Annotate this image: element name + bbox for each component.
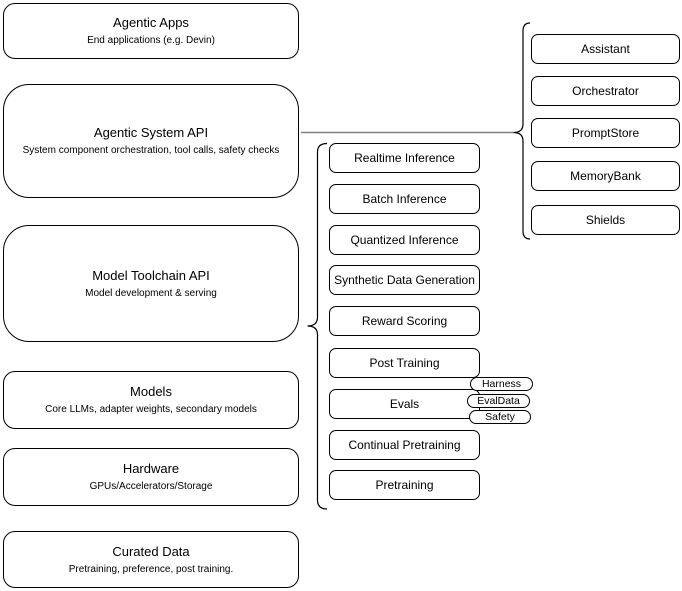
node-subtitle: End applications (e.g. Devin) xyxy=(87,35,215,46)
node-assistant: Assistant xyxy=(531,34,680,64)
tag-safety: Safety xyxy=(469,410,531,424)
node-agentic-system-api: Agentic System API System component orch… xyxy=(3,84,299,198)
node-continual-pretraining: Continual Pretraining xyxy=(329,430,480,460)
tag-evaldata: EvalData xyxy=(467,394,530,408)
node-realtime-inference: Realtime Inference xyxy=(329,143,480,173)
node-title: Hardware xyxy=(122,461,180,476)
node-agentic-apps: Agentic Apps End applications (e.g. Devi… xyxy=(3,3,299,59)
node-subtitle: GPUs/Accelerators/Storage xyxy=(89,481,213,492)
node-synthetic-data-generation: Synthetic Data Generation xyxy=(329,265,480,295)
node-memorybank: MemoryBank xyxy=(531,161,680,191)
node-batch-inference: Batch Inference xyxy=(329,184,480,214)
node-hardware: Hardware GPUs/Accelerators/Storage xyxy=(3,448,299,506)
node-subtitle: Pretraining, preference, post training. xyxy=(68,563,234,575)
node-post-training: Post Training xyxy=(329,348,480,378)
node-subtitle: Model development & serving xyxy=(85,287,217,299)
node-curated-data: Curated Data Pretraining, preference, po… xyxy=(3,531,299,588)
node-model-toolchain-api: Model Toolchain API Model development & … xyxy=(3,225,299,342)
node-subtitle: System component orchestration, tool cal… xyxy=(22,145,280,156)
node-title: Model Toolchain API xyxy=(92,267,210,283)
node-title: Curated Data xyxy=(112,543,190,559)
node-promptstore: PromptStore xyxy=(531,118,680,148)
node-title: Models xyxy=(130,384,172,399)
tag-harness: Harness xyxy=(470,377,533,391)
node-pretraining: Pretraining xyxy=(329,470,480,500)
node-quantized-inference: Quantized Inference xyxy=(329,225,480,255)
node-subtitle: Core LLMs, adapter weights, secondary mo… xyxy=(45,404,257,415)
node-orchestrator: Orchestrator xyxy=(531,76,680,106)
node-evals: Evals xyxy=(329,389,480,419)
node-shields: Shields xyxy=(531,205,680,235)
node-title: Agentic Apps xyxy=(113,15,189,30)
node-title: Agentic System API xyxy=(93,125,209,140)
node-reward-scoring: Reward Scoring xyxy=(329,306,480,336)
curly-brace-system-components xyxy=(513,22,531,240)
node-models: Models Core LLMs, adapter weights, secon… xyxy=(3,371,299,429)
curly-brace-toolchain-services xyxy=(307,142,328,510)
